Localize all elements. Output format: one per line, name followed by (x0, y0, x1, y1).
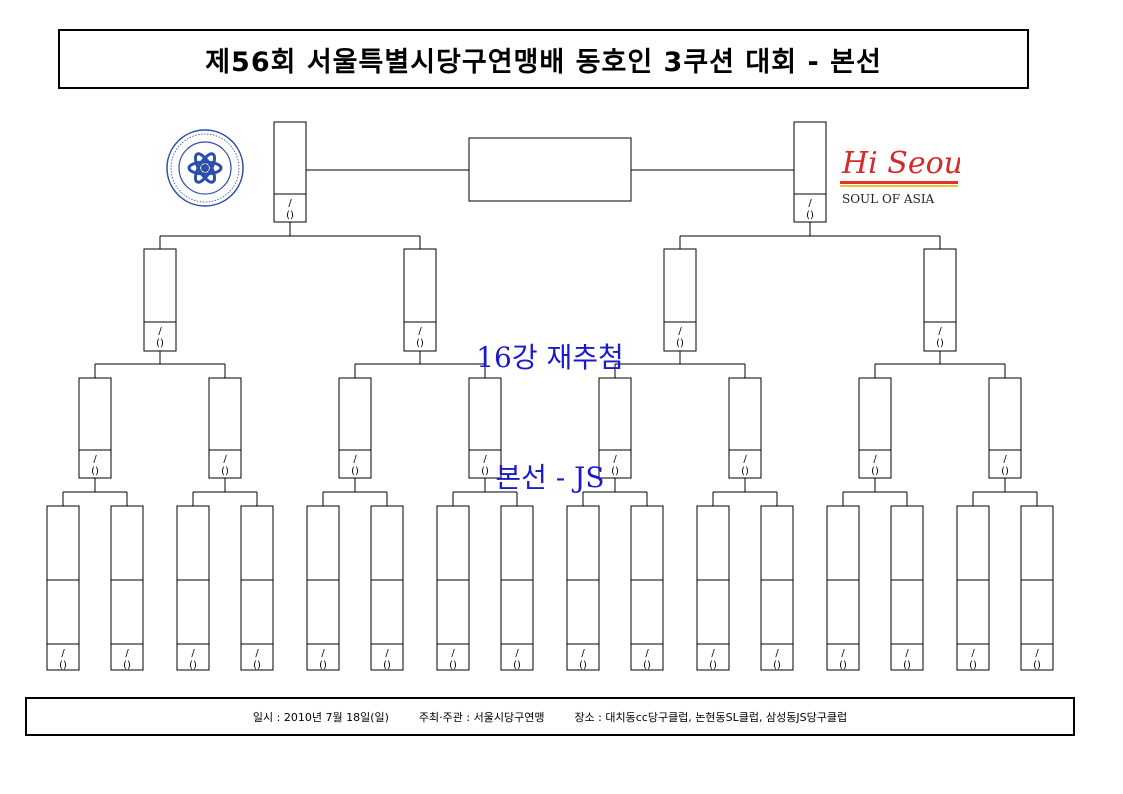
slot-marker-slash: / (905, 648, 909, 659)
slot-marker-slash: / (125, 648, 129, 659)
footer-host: 주최·주관 : 서울시당구연맹 (418, 710, 545, 724)
slot-marker-slash: / (451, 648, 455, 659)
slot-marker-paren: () (513, 660, 521, 671)
round16-slot (890, 505, 924, 671)
slot-marker-slash: / (613, 454, 617, 465)
hi-seoul-logo: Hi Seoul SOUL OF ASIA (840, 146, 960, 206)
round16-slot (240, 505, 274, 671)
slot-marker-paren: () (806, 210, 814, 221)
slot-marker-paren: () (449, 660, 457, 671)
slot-marker-paren: () (709, 660, 717, 671)
round16-slot (1020, 505, 1054, 671)
slot-marker-slash: / (321, 648, 325, 659)
logo-bar-red (840, 181, 958, 184)
slot-marker-paren: () (643, 660, 651, 671)
slot-marker-slash: / (353, 454, 357, 465)
round16-slot (436, 505, 470, 671)
slot-marker-slash: / (743, 454, 747, 465)
slot-marker-slash: / (223, 454, 227, 465)
title-box: 제56회 서울특별시당구연맹배 동호인 3쿠션 대회 - 본선 (58, 29, 1029, 89)
round16-slot (630, 505, 664, 671)
slot-marker-slash: / (385, 648, 389, 659)
semifinal-slot (663, 248, 697, 352)
footer-box: 일시 : 2010년 7월 18일(일) 주최·주관 : 서울시당구연맹 장소 … (25, 697, 1075, 736)
slot-marker-slash: / (971, 648, 975, 659)
redraw-notice: 16강 재추첨 본선 - JS (430, 258, 670, 538)
slot-marker-slash: / (711, 648, 715, 659)
round16-slot (760, 505, 794, 671)
champion-slot (468, 137, 632, 202)
slot-marker-paren: () (969, 660, 977, 671)
slot-marker-slash: / (255, 648, 259, 659)
slot-marker-slash: / (158, 326, 162, 337)
soul-of-asia-tagline: SOUL OF ASIA (842, 192, 935, 206)
round16-slot (110, 505, 144, 671)
slot-marker-slash: / (678, 326, 682, 337)
slot-marker-paren: () (1001, 466, 1009, 477)
slot-marker-paren: () (286, 210, 294, 221)
hi-seoul-wordmark: Hi Seoul (841, 146, 960, 181)
slot-marker-slash: / (808, 198, 812, 209)
slot-marker-paren: () (611, 466, 619, 477)
footer-date: 일시 : 2010년 7월 18일(일) (252, 710, 389, 724)
slot-marker-slash: / (93, 454, 97, 465)
slot-marker-slash: / (775, 648, 779, 659)
notice-line1: 16강 재추첨 (476, 341, 624, 374)
slot-marker-paren: () (351, 466, 359, 477)
slot-marker-slash: / (61, 648, 65, 659)
slot-marker-slash: / (938, 326, 942, 337)
quarterfinal-slot (78, 377, 112, 479)
slot-marker-paren: () (676, 338, 684, 349)
slot-marker-paren: () (579, 660, 587, 671)
slot-marker-slash: / (191, 648, 195, 659)
slot-marker-paren: () (221, 466, 229, 477)
slot-marker-slash: / (841, 648, 845, 659)
slot-marker-paren: () (481, 466, 489, 477)
round16-slot (306, 505, 340, 671)
slot-marker-paren: () (156, 338, 164, 349)
round16-slot (46, 505, 80, 671)
slot-marker-paren: () (871, 466, 879, 477)
page-title: 제56회 서울특별시당구연맹배 동호인 3쿠션 대회 - 본선 (205, 46, 882, 78)
round16-slot (566, 505, 600, 671)
round16-slot (696, 505, 730, 671)
round16-slot (956, 505, 990, 671)
slot-marker-slash: / (288, 198, 292, 209)
slot-marker-paren: () (253, 660, 261, 671)
slot-marker-paren: () (416, 338, 424, 349)
slot-marker-paren: () (839, 660, 847, 671)
slot-marker-paren: () (741, 466, 749, 477)
slot-marker-slash: / (1035, 648, 1039, 659)
round16-slot (370, 505, 404, 671)
slot-marker-paren: () (1033, 660, 1041, 671)
semifinal-slot (143, 248, 177, 352)
slot-marker-paren: () (319, 660, 327, 671)
slot-marker-slash: / (645, 648, 649, 659)
round16-slot (176, 505, 210, 671)
slot-marker-slash: / (418, 326, 422, 337)
slot-marker-paren: () (903, 660, 911, 671)
round16-slot (826, 505, 860, 671)
quarterfinal-slot (988, 377, 1022, 479)
notice-line2: 본선 - JS (495, 461, 605, 494)
quarterfinal-slot (338, 377, 372, 479)
slot-marker-slash: / (515, 648, 519, 659)
footer-venue: 장소 : 대치동cc당구클럽, 논현동SL클럽, 삼성동JS당구클럽 (574, 710, 848, 724)
slot-marker-slash: / (483, 454, 487, 465)
slot-marker-slash: / (1003, 454, 1007, 465)
slot-marker-paren: () (189, 660, 197, 671)
slot-marker-paren: () (59, 660, 67, 671)
slot-marker-paren: () (383, 660, 391, 671)
quarterfinal-slot (468, 377, 502, 479)
slot-marker-paren: () (936, 338, 944, 349)
slot-marker-paren: () (123, 660, 131, 671)
slot-marker-slash: / (873, 454, 877, 465)
slot-marker-paren: () (91, 466, 99, 477)
slot-marker-paren: () (773, 660, 781, 671)
seoul-billiards-federation-emblem-icon (166, 129, 244, 207)
final-slot (793, 121, 827, 223)
slot-marker-slash: / (581, 648, 585, 659)
logo-bar-yellow (840, 185, 958, 187)
